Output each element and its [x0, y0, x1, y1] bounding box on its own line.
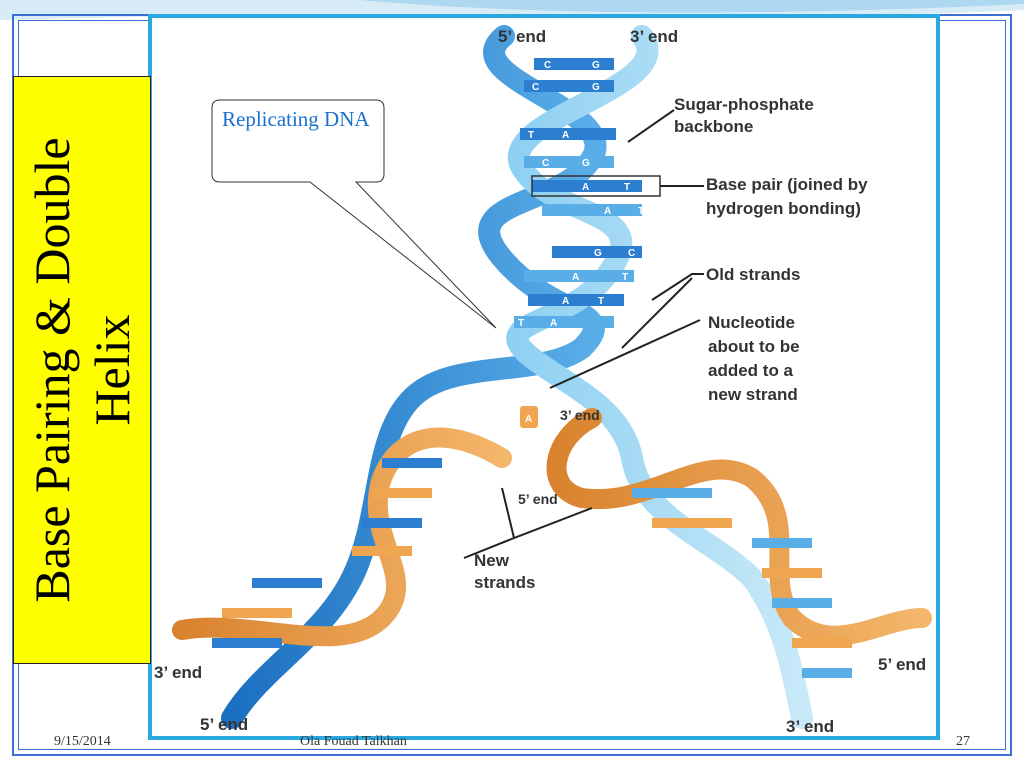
svg-text:T: T	[518, 318, 524, 329]
dna-illustration: C G C G T A C G A T A T G C A T A T T A	[154, 25, 932, 736]
footer-page-number: 27	[956, 734, 970, 749]
dna-replication-figure: C G C G T A C G A T A T G C A T A T T A	[148, 14, 940, 740]
svg-text:A: A	[604, 206, 611, 217]
label-left-5-end: 5’ end	[200, 715, 248, 734]
svg-text:C: C	[544, 60, 551, 71]
label-new: New	[474, 551, 510, 570]
svg-text:T: T	[598, 296, 604, 307]
label-backbone: backbone	[674, 117, 753, 136]
footer-author: Ola Fouad Talkhan	[300, 734, 407, 749]
label-nucleotide-4: new strand	[708, 385, 798, 404]
new-strand-right	[546, 408, 932, 646]
title-box: Base Pairing & Double Helix	[13, 76, 151, 664]
label-nucleotide-2: about to be	[708, 337, 800, 356]
new-strand-left	[172, 427, 512, 647]
svg-text:A: A	[562, 130, 569, 141]
svg-text:A: A	[582, 182, 589, 193]
label-sugar-phosphate: Sugar-phosphate	[674, 95, 814, 114]
label-strands: strands	[474, 573, 535, 592]
label-right-5-end: 5’ end	[878, 655, 926, 674]
label-nucleotide-1: Nucleotide	[708, 313, 795, 332]
label-fork-5-end: 5’ end	[518, 491, 558, 507]
svg-text:T: T	[528, 130, 534, 141]
callout-text: Replicating DNA	[222, 107, 370, 131]
label-top-5-end: 5’ end	[498, 27, 546, 46]
svg-text:C: C	[542, 158, 549, 169]
leader-lines	[463, 109, 704, 559]
footer-date: 9/15/2014	[54, 734, 111, 749]
old-strand-light	[506, 25, 813, 729]
svg-text:A: A	[562, 296, 569, 307]
svg-text:T: T	[622, 272, 628, 283]
svg-text:A: A	[525, 414, 532, 425]
base-pair-letters: C G C G T A C G A T A T G C A T A T T A	[518, 60, 644, 329]
free-nucleotide: A	[520, 406, 538, 428]
old-strand-dark	[221, 25, 607, 729]
label-base-pair: Base pair (joined by	[706, 175, 868, 194]
svg-text:G: G	[592, 82, 600, 93]
label-left-3-end: 3’ end	[154, 663, 202, 682]
slide-title: Base Pairing & Double Helix	[24, 137, 140, 603]
label-hydrogen-bonding: hydrogen bonding)	[706, 199, 861, 218]
svg-text:G: G	[594, 248, 602, 259]
svg-text:T: T	[624, 182, 630, 193]
label-right-3-end: 3’ end	[786, 717, 834, 736]
label-nucleotide-3: added to a	[708, 361, 794, 380]
lower-rungs	[212, 458, 852, 678]
label-top-3-end: 3’ end	[630, 27, 678, 46]
svg-text:A: A	[550, 318, 557, 329]
label-old-strands: Old strands	[706, 265, 800, 284]
svg-text:G: G	[582, 158, 590, 169]
svg-text:T: T	[638, 206, 644, 217]
svg-text:C: C	[532, 82, 539, 93]
base-pair-rungs	[514, 58, 642, 328]
label-fork-3-end: 3’ end	[560, 407, 600, 423]
callout-bubble	[211, 99, 497, 329]
svg-text:C: C	[628, 248, 635, 259]
svg-text:A: A	[572, 272, 579, 283]
svg-text:G: G	[592, 60, 600, 71]
